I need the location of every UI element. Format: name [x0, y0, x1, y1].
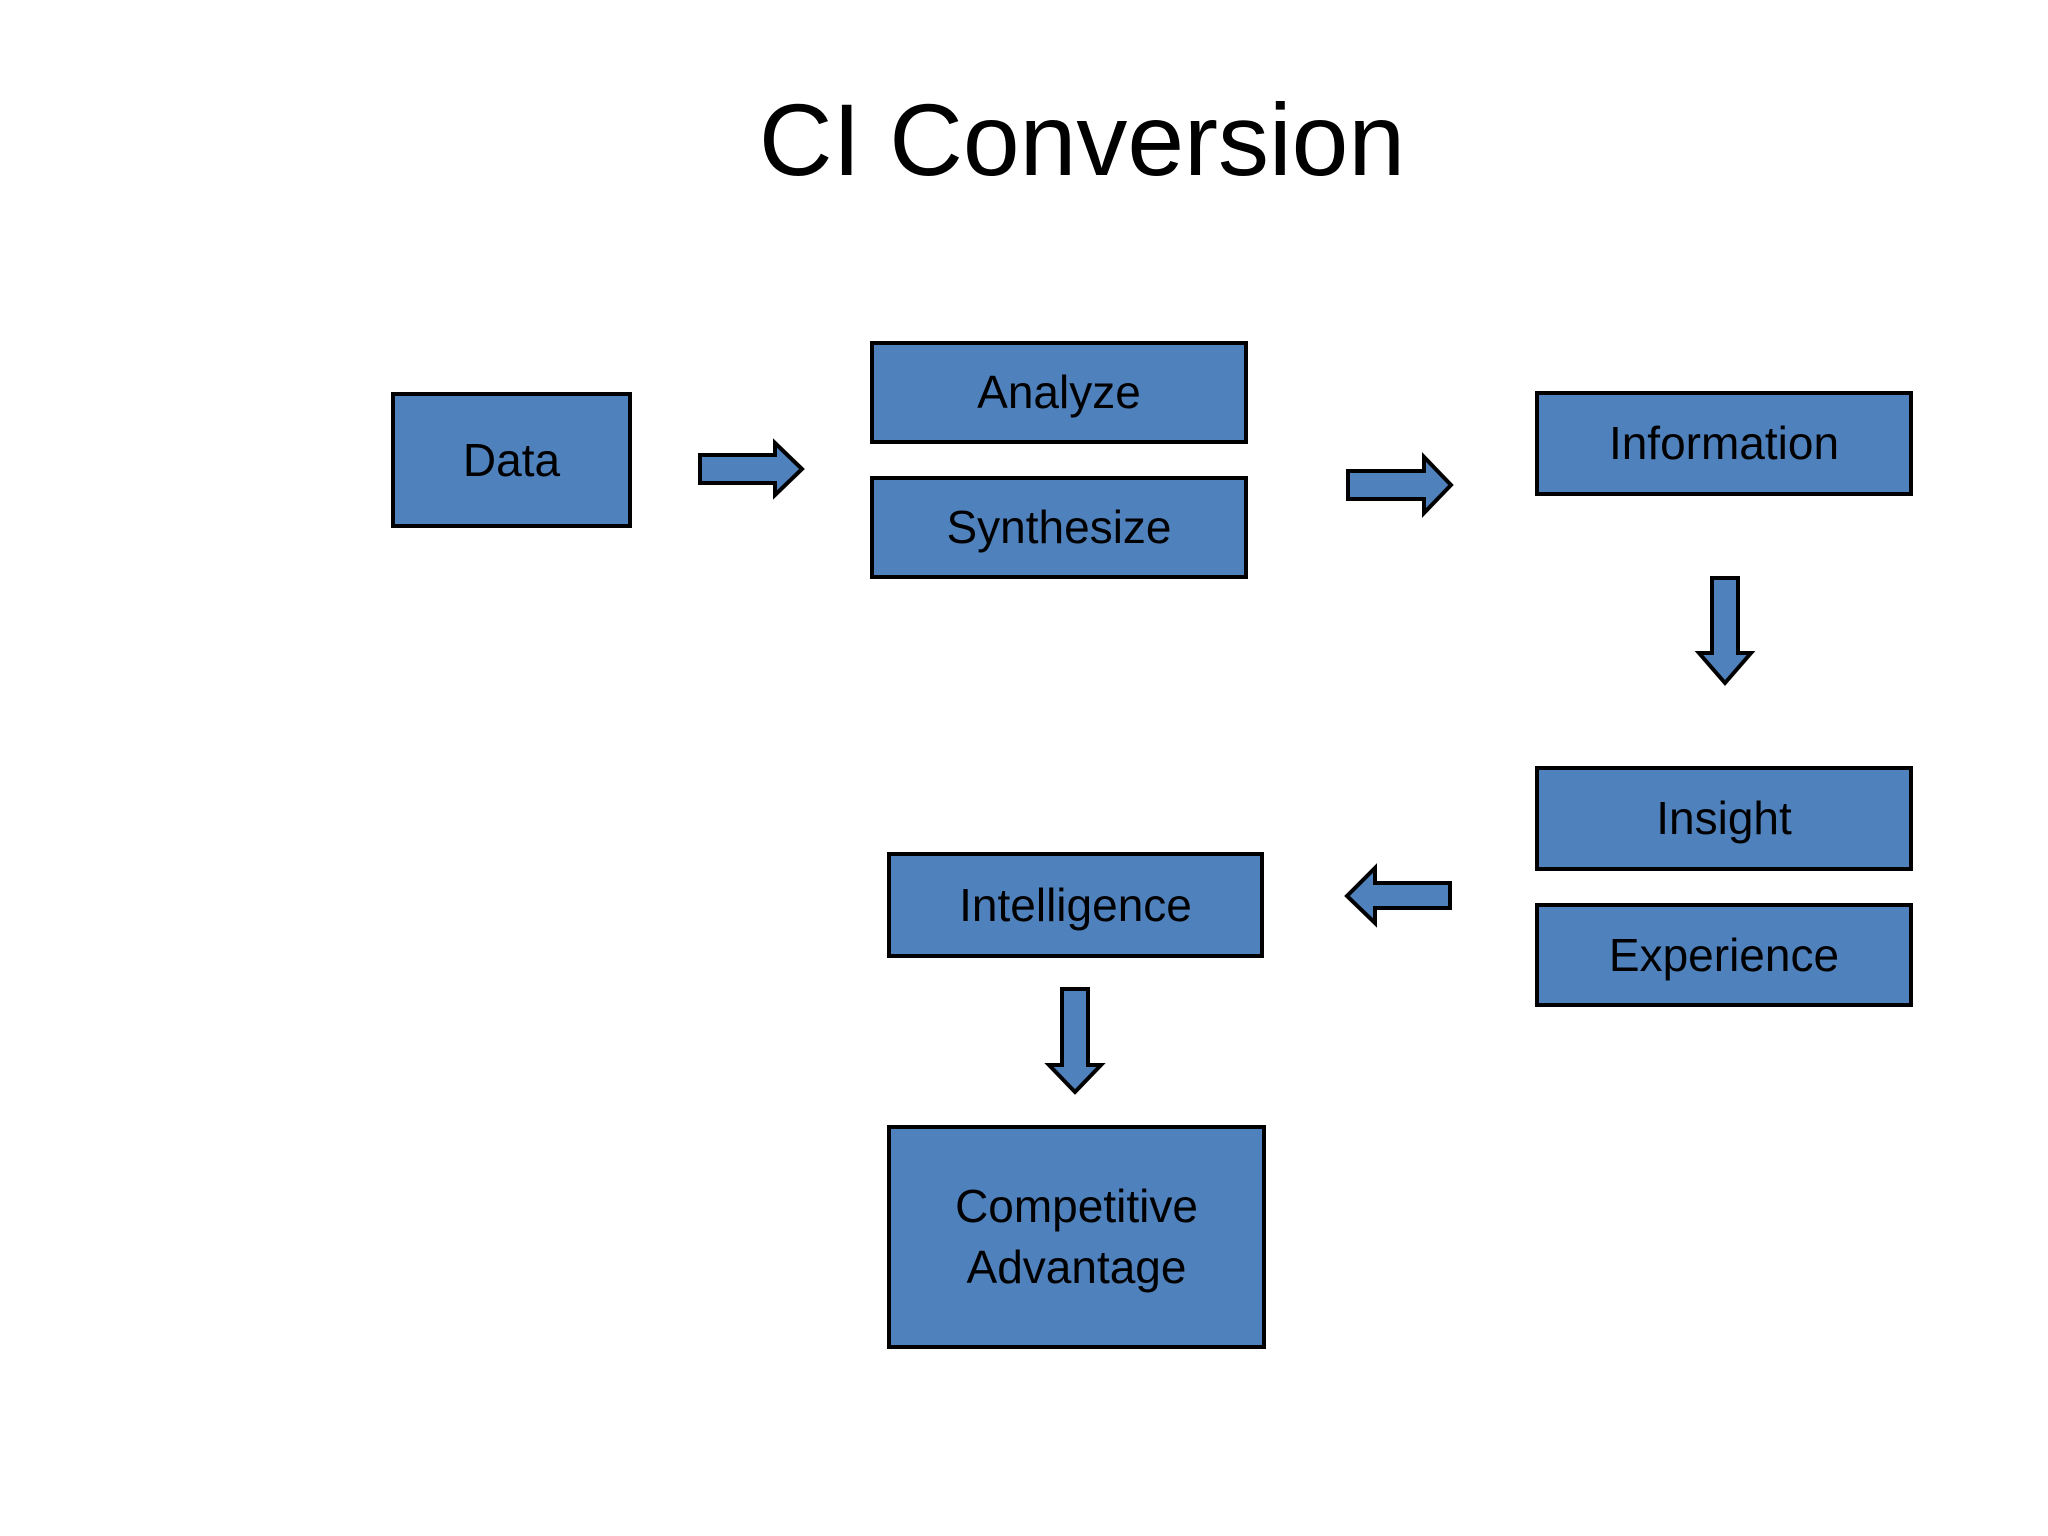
node-competitive-advantage: Competitive Advantage	[887, 1125, 1266, 1349]
node-insight: Insight	[1535, 766, 1913, 871]
node-analyze-label: Analyze	[977, 366, 1141, 419]
node-experience: Experience	[1535, 903, 1913, 1007]
slide-title: CI Conversion	[758, 83, 1406, 197]
node-data: Data	[391, 392, 632, 528]
node-insight-label: Insight	[1656, 792, 1792, 845]
node-synthesize-label: Synthesize	[946, 501, 1172, 554]
left-arrow-icon-insight-to-intelligence	[1344, 863, 1452, 928]
right-arrow-icon-synthesize-to-information	[1346, 452, 1454, 518]
node-intelligence: Intelligence	[887, 852, 1264, 958]
node-experience-label: Experience	[1608, 928, 1840, 981]
node-intelligence-label: Intelligence	[959, 878, 1192, 931]
down-arrow-icon-information-to-insight	[1694, 576, 1756, 687]
right-arrow-icon-data-to-analyze	[698, 438, 805, 500]
node-information: Information	[1535, 391, 1913, 496]
down-arrow-icon-intelligence-to-advantage	[1044, 987, 1106, 1095]
node-analyze: Analyze	[870, 341, 1248, 444]
node-information-label: Information	[1608, 417, 1840, 470]
node-data-label: Data	[462, 433, 561, 486]
node-competitive-advantage-label: Competitive Advantage	[955, 1180, 1198, 1293]
node-synthesize: Synthesize	[870, 476, 1248, 579]
